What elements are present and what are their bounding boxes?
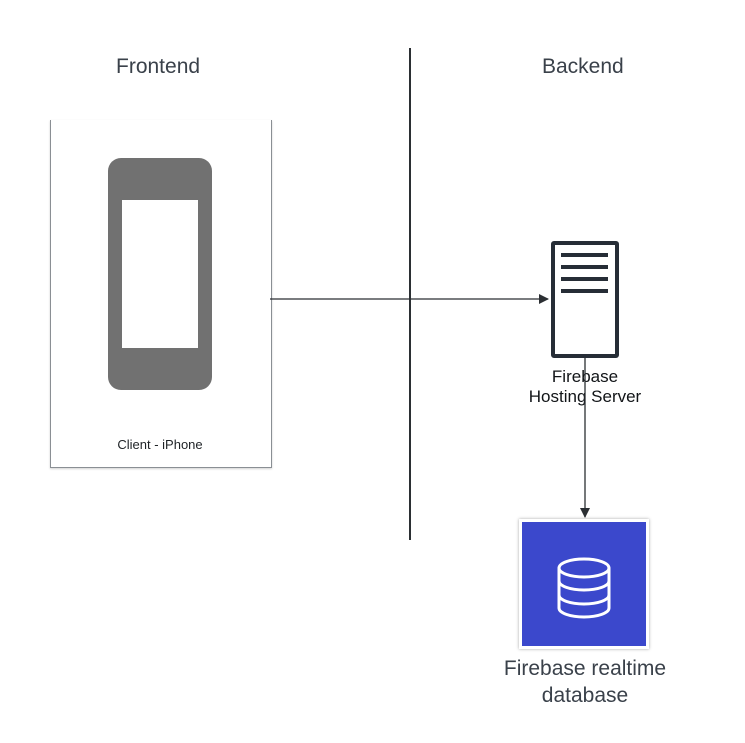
server-label-line-1: Firebase — [551, 367, 619, 386]
server-slot-4 — [561, 289, 608, 293]
database-icon — [557, 557, 611, 619]
smartphone-screen — [122, 200, 198, 348]
frontend-backend-divider — [409, 48, 411, 540]
database-tile[interactable] — [519, 519, 649, 649]
database-label: Firebase realtime database — [485, 655, 685, 709]
database-label-line-1: Firebase realtime — [503, 657, 667, 680]
backend-section-title: Backend — [542, 55, 624, 78]
server-label: Firebase Hosting Server — [505, 367, 665, 407]
server-slot-1 — [561, 253, 608, 257]
server-label-line-2: Hosting Server — [528, 387, 642, 406]
server-slot-2 — [561, 265, 608, 269]
server-slot-3 — [561, 277, 608, 281]
server-icon[interactable] — [551, 241, 619, 358]
client-label: Client - iPhone — [117, 437, 203, 452]
database-label-line-2: database — [541, 684, 629, 707]
frontend-section-title: Frontend — [116, 55, 201, 78]
